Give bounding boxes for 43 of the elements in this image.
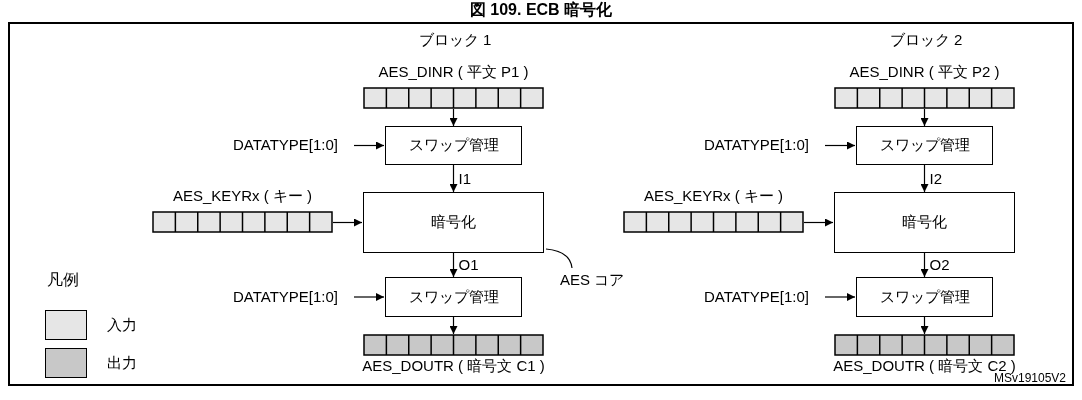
figure-id: MSv19105V2 [993, 372, 1066, 385]
arrow [920, 252, 929, 278]
process-box: 暗号化 [363, 192, 544, 253]
arrow [449, 164, 458, 193]
signal-label: DATATYPE[1:0] [674, 288, 809, 308]
arrow [920, 108, 929, 127]
signal-label: DATATYPE[1:0] [203, 288, 338, 308]
arrow [449, 108, 458, 127]
signal-label: DATATYPE[1:0] [203, 136, 338, 156]
arrow [353, 141, 385, 150]
arrow [824, 141, 856, 150]
process-box: スワップ管理 [856, 126, 993, 165]
register-label: AES_DOUTR ( 暗号文 C1 ) [361, 357, 546, 375]
arrow [332, 218, 363, 227]
process-box: 暗号化 [834, 192, 1015, 253]
arrow [920, 164, 929, 193]
block-heading: ブロック 2 [888, 31, 964, 49]
register-label: AES_DOUTR ( 暗号文 C2 ) [832, 357, 1016, 374]
arrow [449, 316, 458, 335]
arrow [920, 316, 929, 335]
arrow [449, 252, 458, 278]
figure-title: 図 109. ECB 暗号化 [468, 1, 614, 19]
process-box: スワップ管理 [856, 277, 993, 317]
register-label: AES_DINR ( 平文 P2 ) [848, 63, 1001, 81]
edge-label: O2 [929, 256, 950, 274]
register-label: AES_DINR ( 平文 P1 ) [377, 63, 530, 81]
legend-heading: 凡例 [47, 271, 79, 289]
process-box: スワップ管理 [385, 126, 522, 165]
block-heading: ブロック 1 [417, 31, 493, 49]
edge-label: I2 [929, 169, 942, 188]
legend-label: 出力 [107, 354, 137, 372]
signal-label: DATATYPE[1:0] [674, 136, 809, 156]
process-box: スワップ管理 [385, 277, 522, 317]
leader-line [545, 248, 573, 269]
arrow [353, 293, 385, 301]
edge-label: O1 [458, 256, 479, 274]
register-label: AES_KEYRx ( キー ) [171, 187, 314, 205]
arrow [824, 293, 856, 301]
signal-label: AES コア [560, 271, 645, 291]
legend-label: 入力 [107, 316, 137, 334]
arrow [803, 218, 834, 227]
register-label: AES_KEYRx ( キー ) [642, 187, 785, 205]
edge-label: I1 [458, 169, 471, 188]
